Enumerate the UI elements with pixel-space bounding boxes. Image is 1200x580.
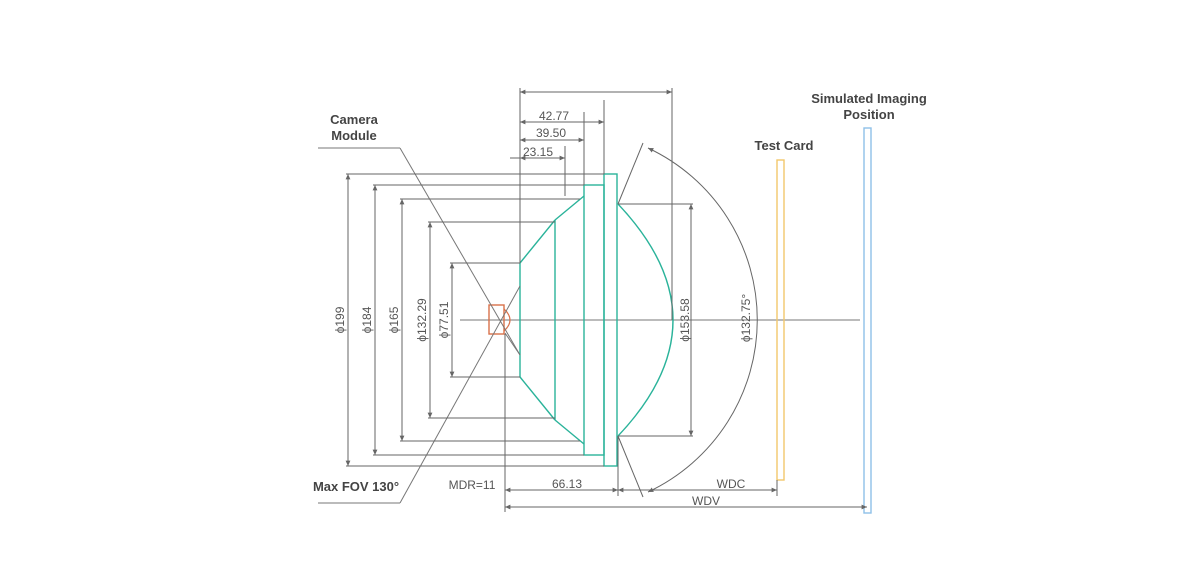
camera-leader-d: [399, 147, 521, 356]
label-camera-module-line1: Camera: [330, 112, 378, 127]
dim-mdr: MDR=11: [449, 478, 496, 492]
dim-phi184: ϕ184: [360, 306, 374, 333]
label-test-card: Test Card: [755, 138, 814, 153]
lens-body: [519, 173, 674, 467]
dim-phi153-58: ϕ153.58: [678, 298, 692, 342]
dim-phi199: ϕ199: [333, 306, 347, 333]
fov-ray-upper: [399, 285, 521, 504]
dim-phi165: ϕ165: [387, 306, 401, 333]
dim-23-15: 23.15: [523, 145, 553, 159]
camera-module-shape: [488, 304, 505, 335]
dim-39-50: 39.50: [536, 126, 566, 140]
dim-42-77: 42.77: [539, 109, 569, 123]
test-card: [776, 159, 785, 481]
length-dims: [510, 88, 673, 320]
label-simulated-line1: Simulated Imaging: [811, 91, 927, 106]
dim-wdc: WDC: [717, 477, 746, 491]
bottom-dims: [504, 334, 867, 512]
fov-angle-arc: [647, 147, 758, 493]
dim-phi132-75: ϕ132.75°: [739, 294, 753, 342]
dim-phi77-51: ϕ77.51: [437, 301, 451, 338]
diameter-dims: [345, 173, 694, 467]
dim-phi132-29: ϕ132.29: [415, 298, 429, 342]
label-max-fov: Max FOV 130°: [313, 479, 399, 494]
simulated-imaging-plane: [863, 127, 872, 514]
dim-66-13: 66.13: [552, 477, 582, 491]
fov-edge-upper: [617, 142, 644, 205]
label-simulated-line2: Position: [843, 107, 894, 122]
dim-wdv: WDV: [692, 494, 720, 508]
fov-edge-lower: [617, 435, 644, 498]
label-camera-module-line2: Module: [331, 128, 377, 143]
